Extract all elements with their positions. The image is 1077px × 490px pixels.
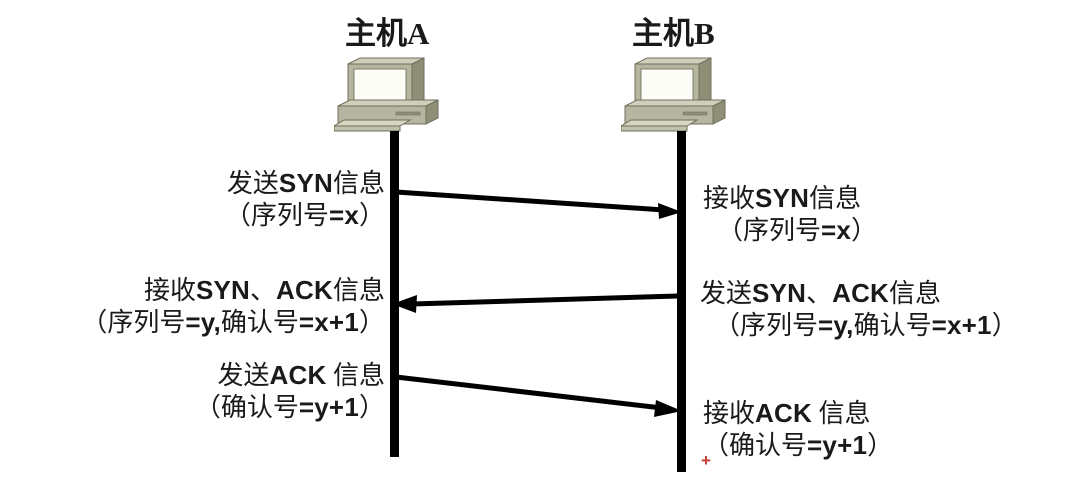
lifeline-host-a	[390, 131, 399, 457]
lifeline-host-b	[677, 131, 686, 472]
message-line-2: （确认号=y+1）	[703, 429, 894, 460]
message-line-1: 接收SYN、ACK信息	[143, 275, 385, 305]
message-label-send-syn-ack: 发送SYN、ACK信息 （序列号=y,确认号=x+1）	[700, 278, 1018, 341]
message-line-2: （序列号=y,确认号=x+1）	[714, 309, 1018, 340]
message-line-1: 发送ACK 信息	[217, 360, 385, 390]
message-label-recv-syn: 接收SYN信息 （序列号=x）	[703, 183, 877, 246]
message-label-recv-ack: 接收ACK 信息 （确认号=y+1）	[703, 398, 893, 461]
host-a-title: 主机A	[345, 16, 430, 51]
message-line-2: （序列号=x）	[717, 214, 878, 245]
arrow-ack-a-to-b	[395, 374, 682, 417]
message-label-recv-syn-ack: 接收SYN、ACK信息 （序列号=y,确认号=x+1）	[81, 275, 385, 338]
message-line-1: 发送SYN信息	[226, 168, 385, 198]
computer-icon	[334, 56, 444, 136]
message-line-1: 接收SYN信息	[703, 183, 862, 213]
computer-icon	[621, 56, 731, 136]
stray-plus-annotation: +	[701, 451, 711, 470]
host-b-title: 主机B	[632, 16, 715, 51]
message-line-1: 接收ACK 信息	[703, 398, 871, 428]
message-line-2: （确认号=y+1）	[194, 391, 385, 422]
arrow-syn-a-to-b	[395, 189, 682, 219]
computer-icon-graphic	[334, 57, 439, 132]
computer-icon-graphic	[621, 57, 726, 132]
message-label-send-ack: 发送ACK 信息 （确认号=y+1）	[195, 360, 385, 423]
message-line-1: 发送SYN、ACK信息	[700, 278, 942, 308]
message-line-2: （序列号=x）	[224, 199, 385, 230]
message-label-send-syn: 发送SYN信息 （序列号=x）	[225, 168, 385, 231]
message-line-2: （序列号=y,确认号=x+1）	[81, 306, 385, 337]
arrow-syn-ack-b-to-a	[392, 293, 679, 313]
